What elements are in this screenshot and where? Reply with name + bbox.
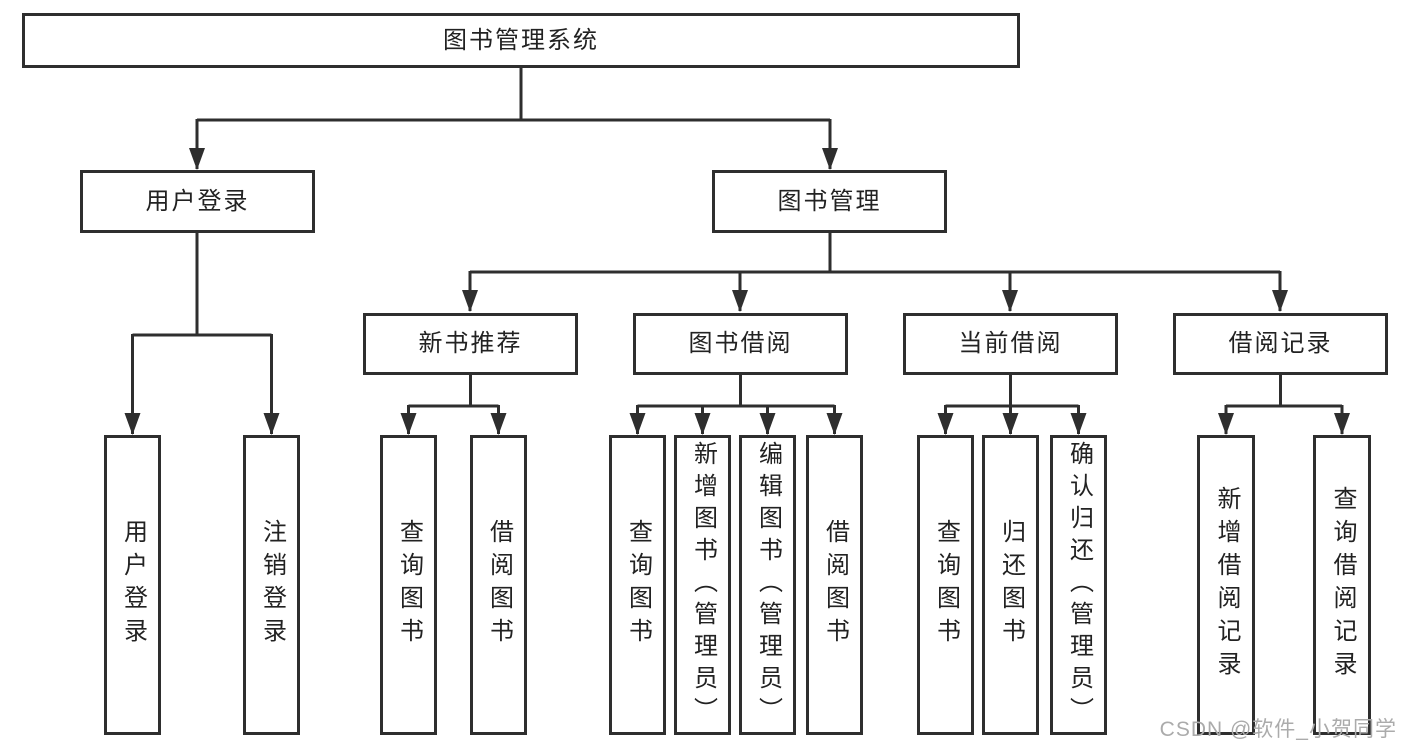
connector-book-borrow-children bbox=[629, 375, 843, 435]
node-user-login: 用户登录 bbox=[80, 170, 315, 233]
leaf-br-query-record: 查询借阅记录 bbox=[1313, 435, 1371, 735]
node-library-system: 图书管理系统 bbox=[22, 13, 1020, 68]
leaf-user-login: 用户登录 bbox=[104, 435, 161, 735]
connector-book-mgmt-children bbox=[462, 233, 1288, 312]
leaf-br-add-record: 新增借阅记录 bbox=[1197, 435, 1255, 735]
leaf-bb-edit-book-admin-label: 编辑图书（管理员） bbox=[754, 441, 782, 729]
connector-current-borrow-children bbox=[937, 375, 1087, 435]
node-book-management-label: 图书管理 bbox=[777, 187, 882, 215]
leaf-bb-add-book-admin: 新增图书（管理员） bbox=[674, 435, 731, 735]
leaf-nb-borrow-book: 借阅图书 bbox=[470, 435, 527, 735]
connector-root-to-level2 bbox=[189, 68, 838, 170]
connector-new-book-children bbox=[400, 375, 507, 435]
leaf-bb-query-book-label: 查询图书 bbox=[624, 519, 652, 651]
leaf-cb-confirm-return-admin: 确认归还（管理员） bbox=[1050, 435, 1107, 735]
node-book-borrow: 图书借阅 bbox=[633, 313, 848, 375]
node-user-login-label: 用户登录 bbox=[145, 187, 250, 215]
leaf-logout: 注销登录 bbox=[243, 435, 300, 735]
leaf-user-login-label: 用户登录 bbox=[119, 519, 147, 651]
node-new-book-recommend-label: 新书推荐 bbox=[418, 330, 523, 357]
leaf-bb-add-book-admin-label: 新增图书（管理员） bbox=[689, 441, 717, 729]
leaf-logout-label: 注销登录 bbox=[258, 519, 286, 651]
node-current-borrow-label: 当前借阅 bbox=[958, 330, 1063, 357]
leaf-cb-return-book-label: 归还图书 bbox=[997, 519, 1025, 651]
connector-borrow-record-children bbox=[1218, 375, 1350, 435]
node-library-system-label: 图书管理系统 bbox=[443, 26, 599, 54]
node-current-borrow: 当前借阅 bbox=[903, 313, 1118, 375]
node-borrow-record-label: 借阅记录 bbox=[1228, 330, 1333, 357]
leaf-nb-borrow-book-label: 借阅图书 bbox=[485, 519, 513, 651]
leaf-nb-query-book: 查询图书 bbox=[380, 435, 437, 735]
node-new-book-recommend: 新书推荐 bbox=[363, 313, 578, 375]
node-book-borrow-label: 图书借阅 bbox=[688, 330, 793, 357]
leaf-br-query-record-label: 查询借阅记录 bbox=[1329, 486, 1356, 684]
leaf-cb-confirm-return-admin-label: 确认归还（管理员） bbox=[1065, 441, 1093, 729]
leaf-bb-borrow-book-label: 借阅图书 bbox=[821, 519, 849, 651]
leaf-bb-query-book: 查询图书 bbox=[609, 435, 666, 735]
leaf-cb-query-book-label: 查询图书 bbox=[932, 519, 960, 651]
node-book-management: 图书管理 bbox=[712, 170, 947, 233]
leaf-cb-query-book: 查询图书 bbox=[917, 435, 974, 735]
leaf-cb-return-book: 归还图书 bbox=[982, 435, 1039, 735]
connector-user-login-children bbox=[124, 233, 280, 435]
leaf-bb-borrow-book: 借阅图书 bbox=[806, 435, 863, 735]
leaf-bb-edit-book-admin: 编辑图书（管理员） bbox=[739, 435, 796, 735]
node-borrow-record: 借阅记录 bbox=[1173, 313, 1388, 375]
leaf-br-add-record-label: 新增借阅记录 bbox=[1213, 486, 1240, 684]
leaf-nb-query-book-label: 查询图书 bbox=[395, 519, 423, 651]
